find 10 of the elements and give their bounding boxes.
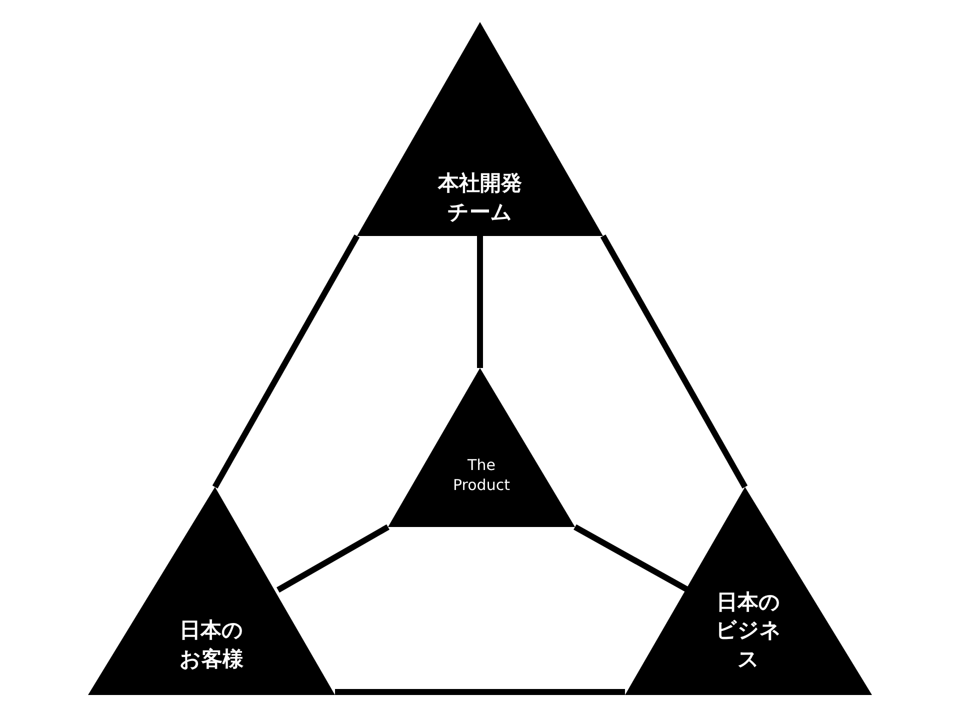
node-label: 本社開発チーム [438, 170, 522, 226]
connector-line [335, 689, 625, 695]
node-label: 日本のお客様 [178, 617, 244, 673]
connector-line [600, 234, 748, 488]
connector-line [477, 236, 483, 368]
connector-line [574, 524, 690, 593]
node-label: 日本のビジネス [714, 588, 782, 673]
connector-line [212, 234, 360, 488]
node-label: The Product [452, 454, 511, 495]
connector-line [276, 524, 390, 593]
